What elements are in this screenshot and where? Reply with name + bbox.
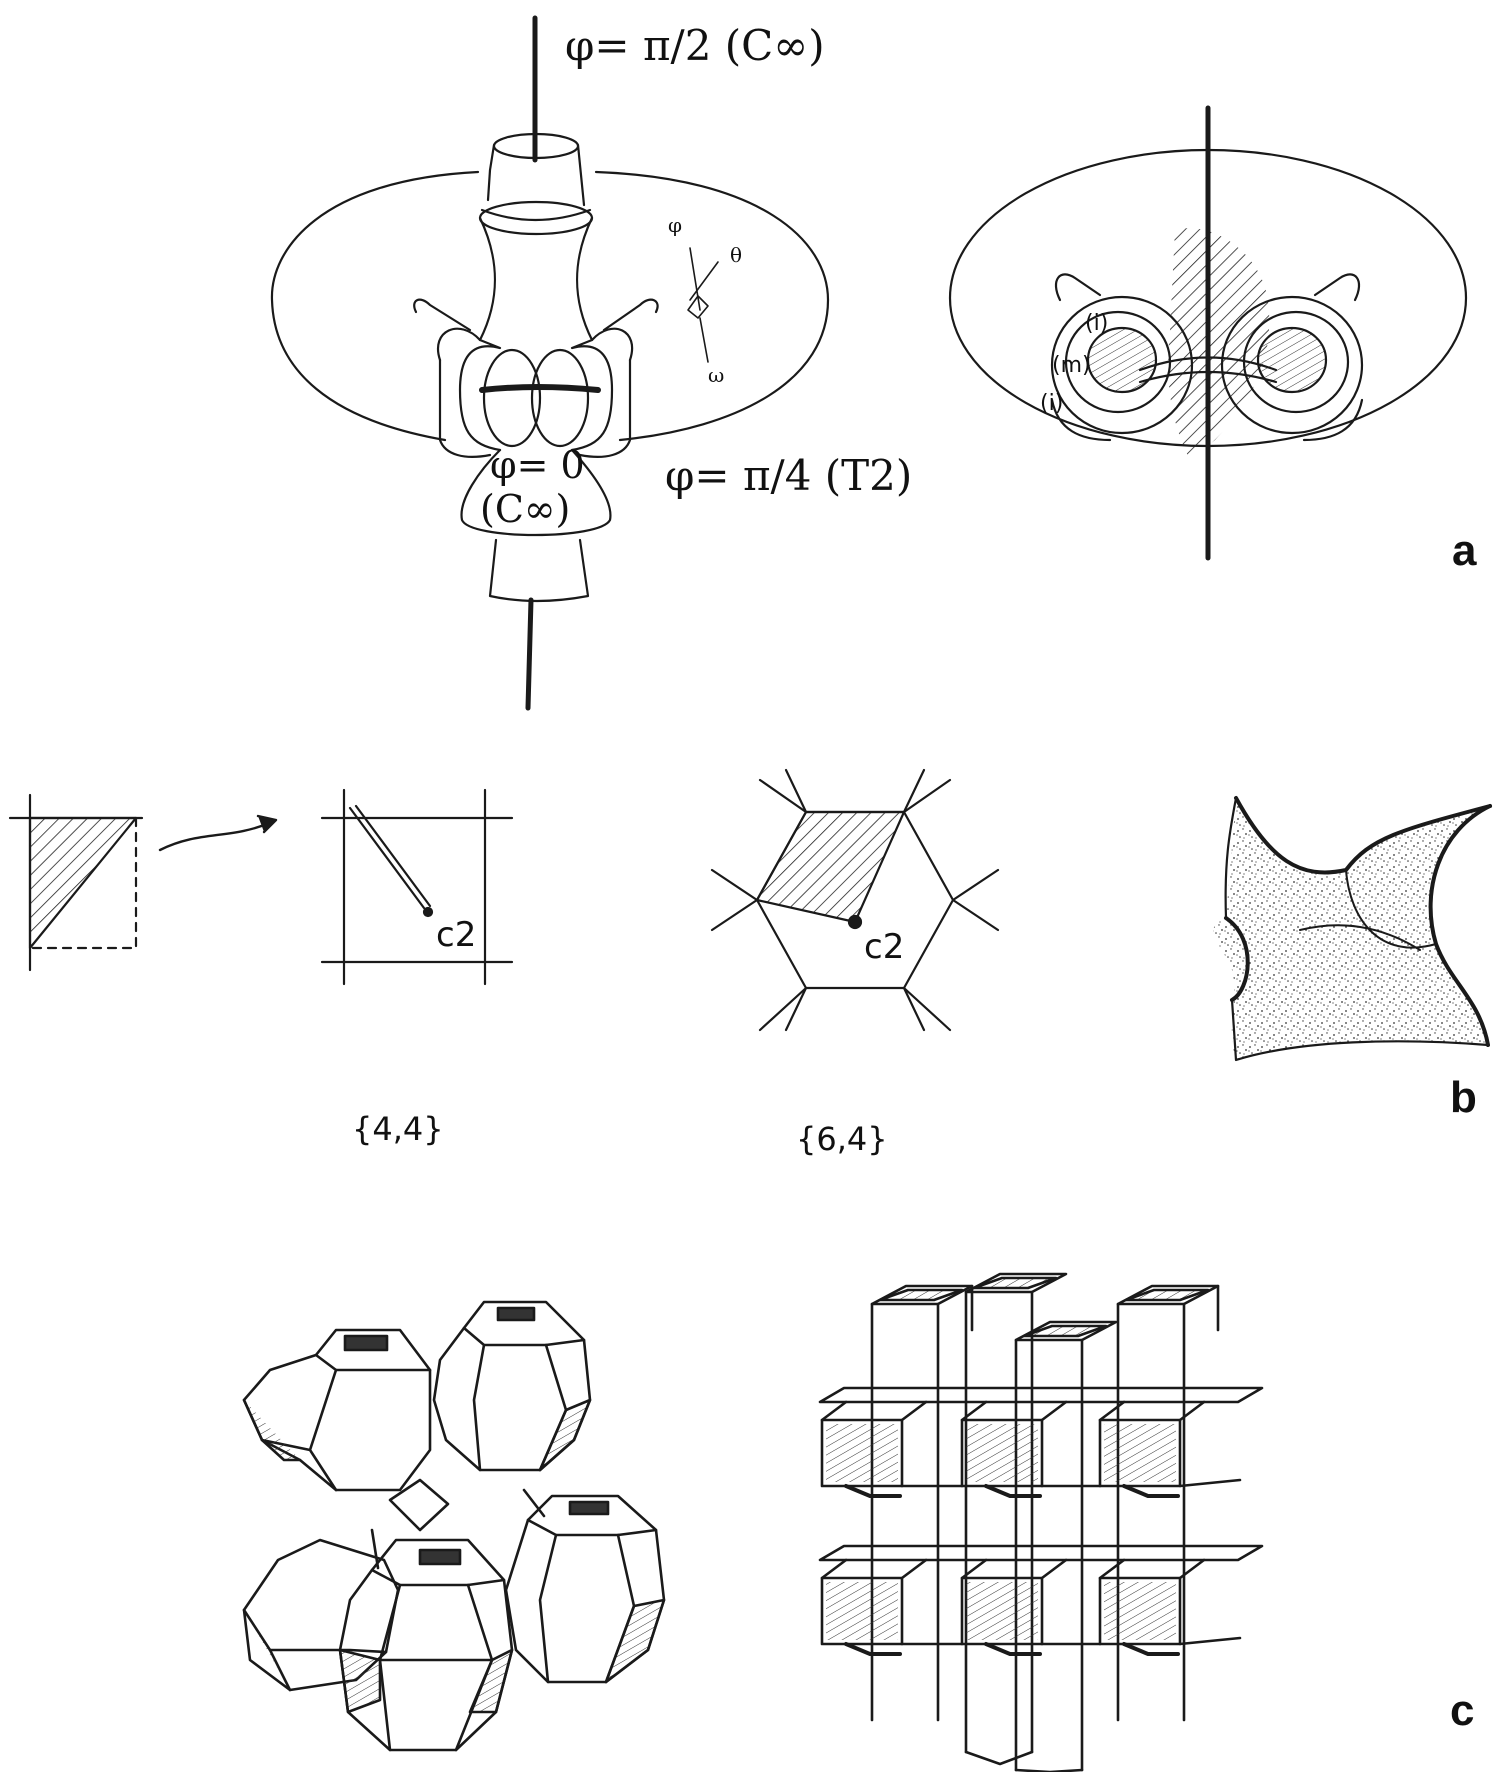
lower-body <box>460 448 612 537</box>
c2-label-square: c2 <box>436 915 476 955</box>
panel-c-letter: c <box>1450 1686 1474 1735</box>
marker-i-bottom: (i) <box>1040 391 1063 416</box>
torus-tube-right <box>570 327 634 452</box>
outer-torus-ellipse <box>270 170 480 442</box>
schlafli-4-4: {4,4} <box>352 1110 444 1148</box>
panel-a-right-diagram <box>948 105 1468 561</box>
square-fundamental-domain <box>8 793 144 972</box>
hatched-rhombus <box>755 810 906 924</box>
equator-band <box>479 384 601 393</box>
axis-phi-label: φ <box>668 213 682 237</box>
marker-i-top: (i) <box>1085 311 1108 336</box>
marker-m: (m) <box>1052 353 1091 378</box>
panel-b-letter: b <box>1450 1073 1477 1122</box>
center-phi-label: φ= 0 <box>490 443 585 487</box>
top-cone <box>486 143 586 207</box>
square-channel-lattice <box>818 1272 1264 1772</box>
upper-horizontal-layer <box>818 1386 1264 1498</box>
connector-cube <box>388 1478 450 1532</box>
polyhedron-bottom-middle <box>338 1538 514 1752</box>
c2-label-hex: c2 <box>864 927 904 967</box>
surface-patch <box>1213 798 1490 1060</box>
panel-a-letter: a <box>1452 526 1477 575</box>
right-phi-label: φ= π/4 (T2) <box>665 451 912 500</box>
bridge <box>1138 356 1278 384</box>
square-lattice <box>320 788 514 986</box>
top-axis-label: φ= π/2 (C∞) <box>565 21 825 70</box>
polyhedron-top-left <box>242 1328 432 1492</box>
vertical-columns <box>870 1272 1220 1772</box>
c2-point-square <box>422 906 434 918</box>
polyhedron-bottom-right <box>504 1494 666 1684</box>
axis-theta-label: θ <box>730 243 742 267</box>
lower-horizontal-layer <box>818 1544 1264 1656</box>
schlafli-6-4: {6,4} <box>796 1120 888 1158</box>
symmetry-axis-bottom <box>525 597 534 711</box>
center-group-label: (C∞) <box>480 487 570 531</box>
panel-a-left-diagram <box>270 15 830 711</box>
hexagon-lattice <box>710 768 1000 1032</box>
axis-omega-label: ω <box>708 363 724 387</box>
bottom-cone <box>488 538 590 603</box>
mapping-arrow <box>158 814 278 852</box>
hatched-triangle <box>28 816 138 950</box>
torus-tube-left <box>437 327 502 452</box>
truncated-octahedra-packing <box>242 1300 666 1752</box>
hatched-section <box>1168 228 1270 460</box>
saddle-surface-patch <box>1213 796 1492 1062</box>
polyhedron-top-right <box>432 1300 592 1472</box>
c2-point-hex <box>847 914 863 930</box>
